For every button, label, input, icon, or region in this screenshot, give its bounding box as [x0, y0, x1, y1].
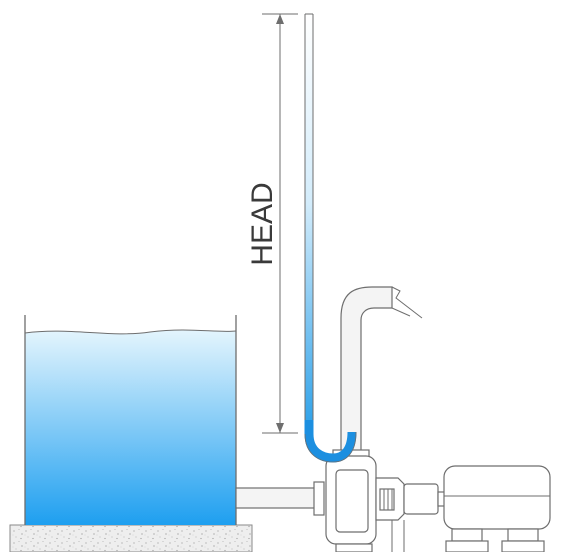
coupling: [403, 483, 439, 515]
head-label: HEAD: [246, 182, 279, 265]
water-tank: [24, 315, 237, 525]
pump-foot: [335, 543, 373, 552]
pump: [325, 455, 405, 552]
motor-mount-right: [507, 528, 539, 542]
head-arrow-top: [276, 14, 284, 24]
pipe-break-mark: [391, 286, 423, 319]
water-fill: [25, 329, 236, 525]
tube-u-bend: [304, 420, 357, 463]
motor: [443, 465, 551, 552]
motor-body: [443, 465, 551, 530]
manometer-tube: [304, 13, 357, 463]
water-surface: [24, 329, 237, 335]
head-dimension: HEAD: [246, 13, 298, 434]
suction-flange: [313, 481, 325, 516]
discharge-pipe: [340, 286, 393, 453]
suction-pipe: [235, 487, 317, 509]
head-arrow-bottom: [276, 423, 284, 433]
motor-mount-left: [451, 528, 483, 542]
ground-base: [9, 524, 253, 552]
